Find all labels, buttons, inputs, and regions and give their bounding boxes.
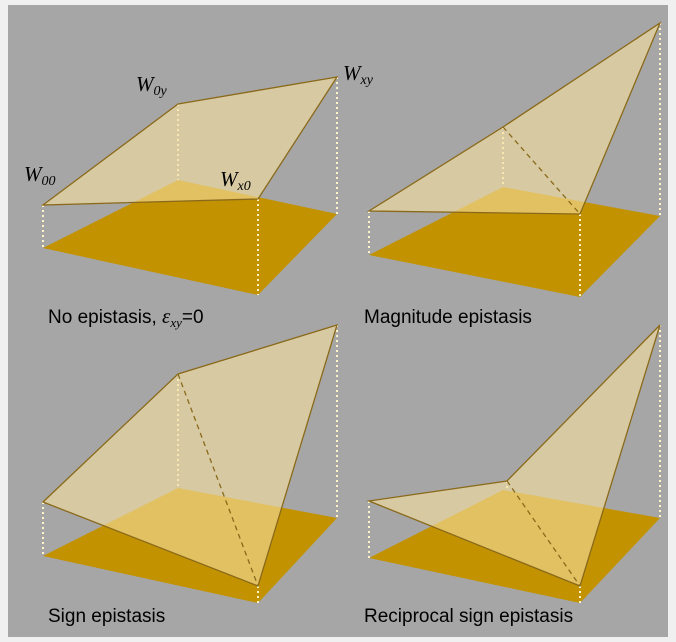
fitness-plane [40,76,339,206]
vertex-label-w00: W00 [24,162,56,189]
caption-magnitude-epistasis: Magnitude epistasis [364,307,532,328]
vertex-label-w0y: W0y [136,72,168,99]
caption-reciprocal-sign-epistasis: Reciprocal sign epistasis [364,606,573,627]
hidden-diagonal [506,480,581,587]
vertex-label-wxy: Wxy [343,61,374,88]
caption-no-epistasis: No epistasis, εxy=0 [48,304,204,330]
hidden-diagonal [177,373,259,587]
panel-reciprocal-sign-epistasis: Reciprocal sign epistasis [364,324,661,627]
base-plane [369,187,660,297]
panel-no-epistasis: W00 W0y Wxy Wx0 No epistasis, εxy=0 [24,61,374,330]
hidden-diagonal [502,126,581,215]
vertex-label-wx0: Wx0 [220,167,251,194]
fitness-plane [366,324,661,587]
fitness-plane [41,324,338,587]
panel-sign-epistasis: Sign epistasis [41,324,338,627]
panel-magnitude-epistasis: Magnitude epistasis [364,21,662,328]
caption-sign-epistasis: Sign epistasis [48,606,165,627]
fitness-plane [366,21,662,215]
base-plane [43,180,337,295]
